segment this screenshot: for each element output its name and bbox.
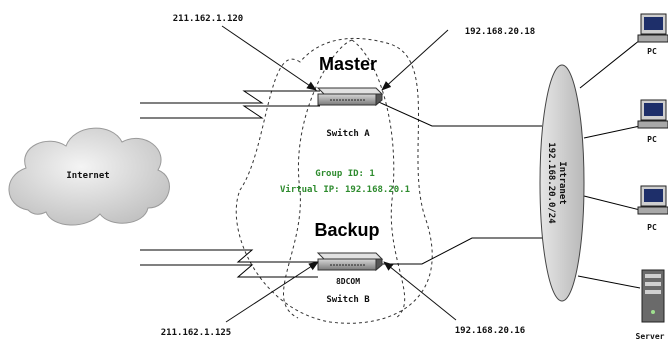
lan-links [371,39,641,289]
pc-icon [637,185,668,215]
switch-icon [316,252,384,272]
vrrp-group-id: Group ID: 1 [315,169,375,179]
master-ip-left: 211.162.1.120 [173,14,243,24]
pc-icon [637,13,668,43]
backup-ip-right: 192.168.20.16 [455,326,525,336]
host-pc-1: PC [637,13,668,56]
switch-a-label: Switch A [326,128,370,139]
host-server: Server [636,269,665,341]
host-label: PC [647,223,657,232]
vrrp-group-outline [235,37,433,324]
host-label: PC [647,47,657,56]
switch-icon [316,87,384,107]
internet-label: Internet [66,171,109,181]
intranet-label: Intranet [557,161,567,204]
ip-callouts [221,25,457,323]
vrrp-virtual-ip: Virtual IP: 192.168.20.1 [280,184,410,195]
master-role-label: Master [319,54,377,74]
vrrp-info: Group ID: 1 Virtual IP: 192.168.20.1 [280,169,410,195]
backup-role-label: Backup [314,220,379,240]
host-pc-3: PC [637,185,668,232]
master-ip-right: 192.168.20.18 [465,27,535,37]
wan-links [140,90,320,278]
server-icon [641,269,665,323]
intranet-subnet: 192.168.20.0/24 [546,142,556,224]
master-switch: Master Switch A [316,54,384,139]
backup-ip-left: 211.162.1.125 [161,328,231,338]
internet-cloud: Internet [8,127,170,226]
backup-switch: Backup 8DCOM Switch B [314,220,384,305]
switch-b-label: Switch B [326,294,370,305]
host-label: Server [636,332,665,341]
host-label: PC [647,135,657,144]
backup-device-label: 8DCOM [336,277,360,286]
pc-icon [637,99,668,129]
intranet-segment: Intranet 192.168.20.0/24 [539,64,585,302]
host-pc-2: PC [637,99,668,144]
